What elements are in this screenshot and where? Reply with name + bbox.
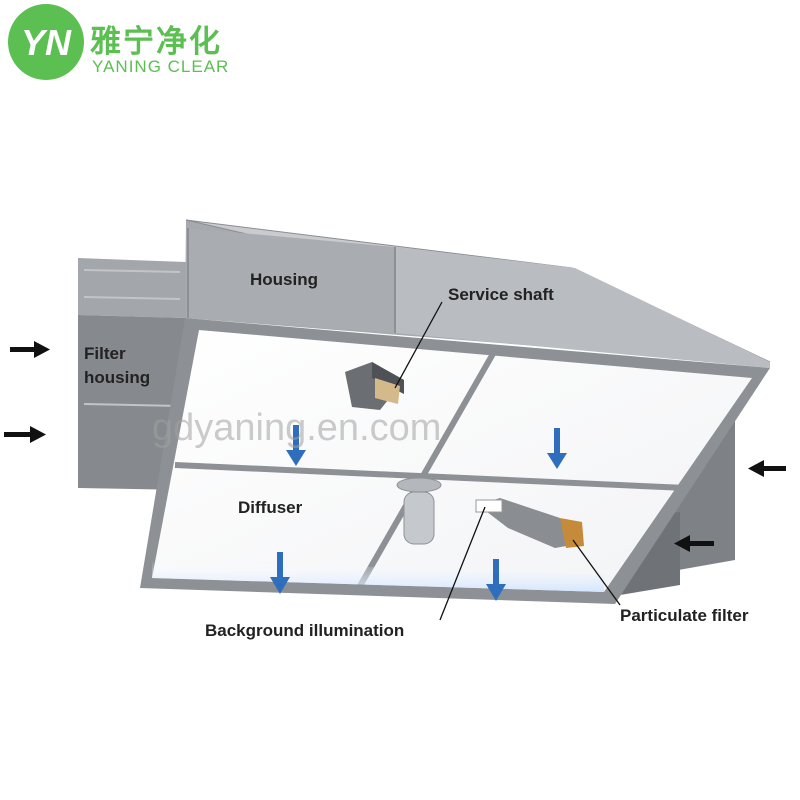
central-light-column	[396, 477, 442, 545]
diffuser-frame	[140, 318, 770, 604]
airflow-arrows	[270, 425, 567, 601]
logo-name-cn: 雅宁净化	[90, 24, 222, 60]
filter-housing-box	[78, 258, 186, 490]
logo-mark-icon: YN	[8, 4, 84, 80]
logo-name-en: YANING CLEAR	[92, 57, 230, 76]
label-filter-housing: Filter housing	[84, 344, 151, 387]
logo-mark-text: YN	[21, 22, 72, 63]
label-background-illumination: Background illumination	[205, 621, 405, 640]
leader-lines	[394, 301, 621, 621]
label-service-shaft: Service shaft	[448, 285, 554, 304]
intake-arrow-left-icon	[748, 460, 786, 477]
housing-box	[185, 219, 771, 368]
airflow-arrow-icon	[486, 559, 506, 601]
label-particulate-filter: Particulate filter	[620, 606, 749, 625]
intake-arrow-right-icon	[4, 426, 46, 443]
particulate-filter-unit	[475, 498, 584, 548]
airflow-arrow-icon	[270, 552, 290, 594]
label-diffuser: Diffuser	[238, 498, 303, 517]
airflow-arrow-icon	[286, 425, 306, 466]
intake-arrow-right-icon	[10, 341, 50, 358]
watermark: gdyaning.en.com	[152, 407, 442, 449]
intake-arrow-left-icon	[674, 535, 714, 552]
label-housing: Housing	[250, 270, 318, 289]
intake-arrows	[4, 341, 786, 552]
airflow-arrow-icon	[547, 428, 567, 469]
